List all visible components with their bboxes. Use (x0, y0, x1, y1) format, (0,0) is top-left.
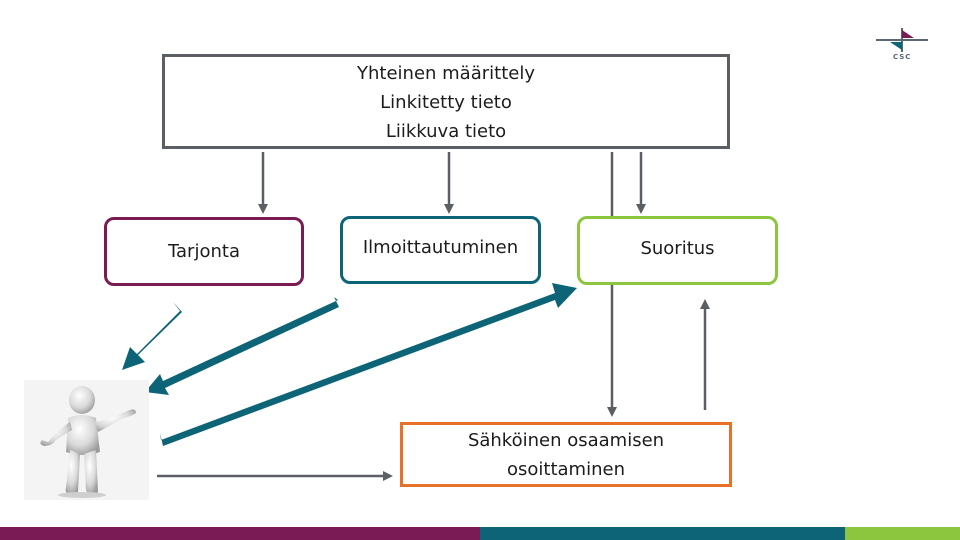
csc-logo-icon (876, 28, 928, 52)
suoritus-label: Suoritus (640, 238, 715, 259)
footer-bar-green (845, 527, 960, 540)
sahkoinen-osaamisen-box: Sähköinen osaamisen osoittaminen (400, 422, 732, 487)
arrow-ilmoittautuminen-to-person (145, 297, 339, 395)
shared-definition-box: Yhteinen määrittely Linkitetty tieto Lii… (162, 54, 730, 149)
sahkoinen-line1: Sähköinen osaamisen (467, 429, 665, 451)
shared-definition-line3: Liikkuva tieto (385, 121, 507, 142)
ilmoittautuminen-box: Ilmoittautuminen (340, 216, 541, 284)
tarjonta-box: Tarjonta (104, 217, 304, 286)
ilmoittautuminen-label: Ilmoittautuminen (362, 236, 519, 258)
footer-bar-teal (480, 527, 845, 540)
shared-definition-line1: Yhteinen määrittely (357, 63, 535, 84)
arrow-tarjonta-to-person (122, 302, 182, 370)
person-figure-icon (24, 380, 149, 500)
tarjonta-label: Tarjonta (168, 241, 240, 262)
footer-bar-purple (0, 527, 480, 540)
shared-definition-line2: Linkitetty tieto (380, 92, 512, 113)
csc-logo-text: CSC (893, 53, 912, 61)
sahkoinen-line2: osoittaminen (507, 458, 625, 480)
arrow-person-to-suoritus (160, 283, 577, 446)
suoritus-box: Suoritus (577, 216, 778, 285)
